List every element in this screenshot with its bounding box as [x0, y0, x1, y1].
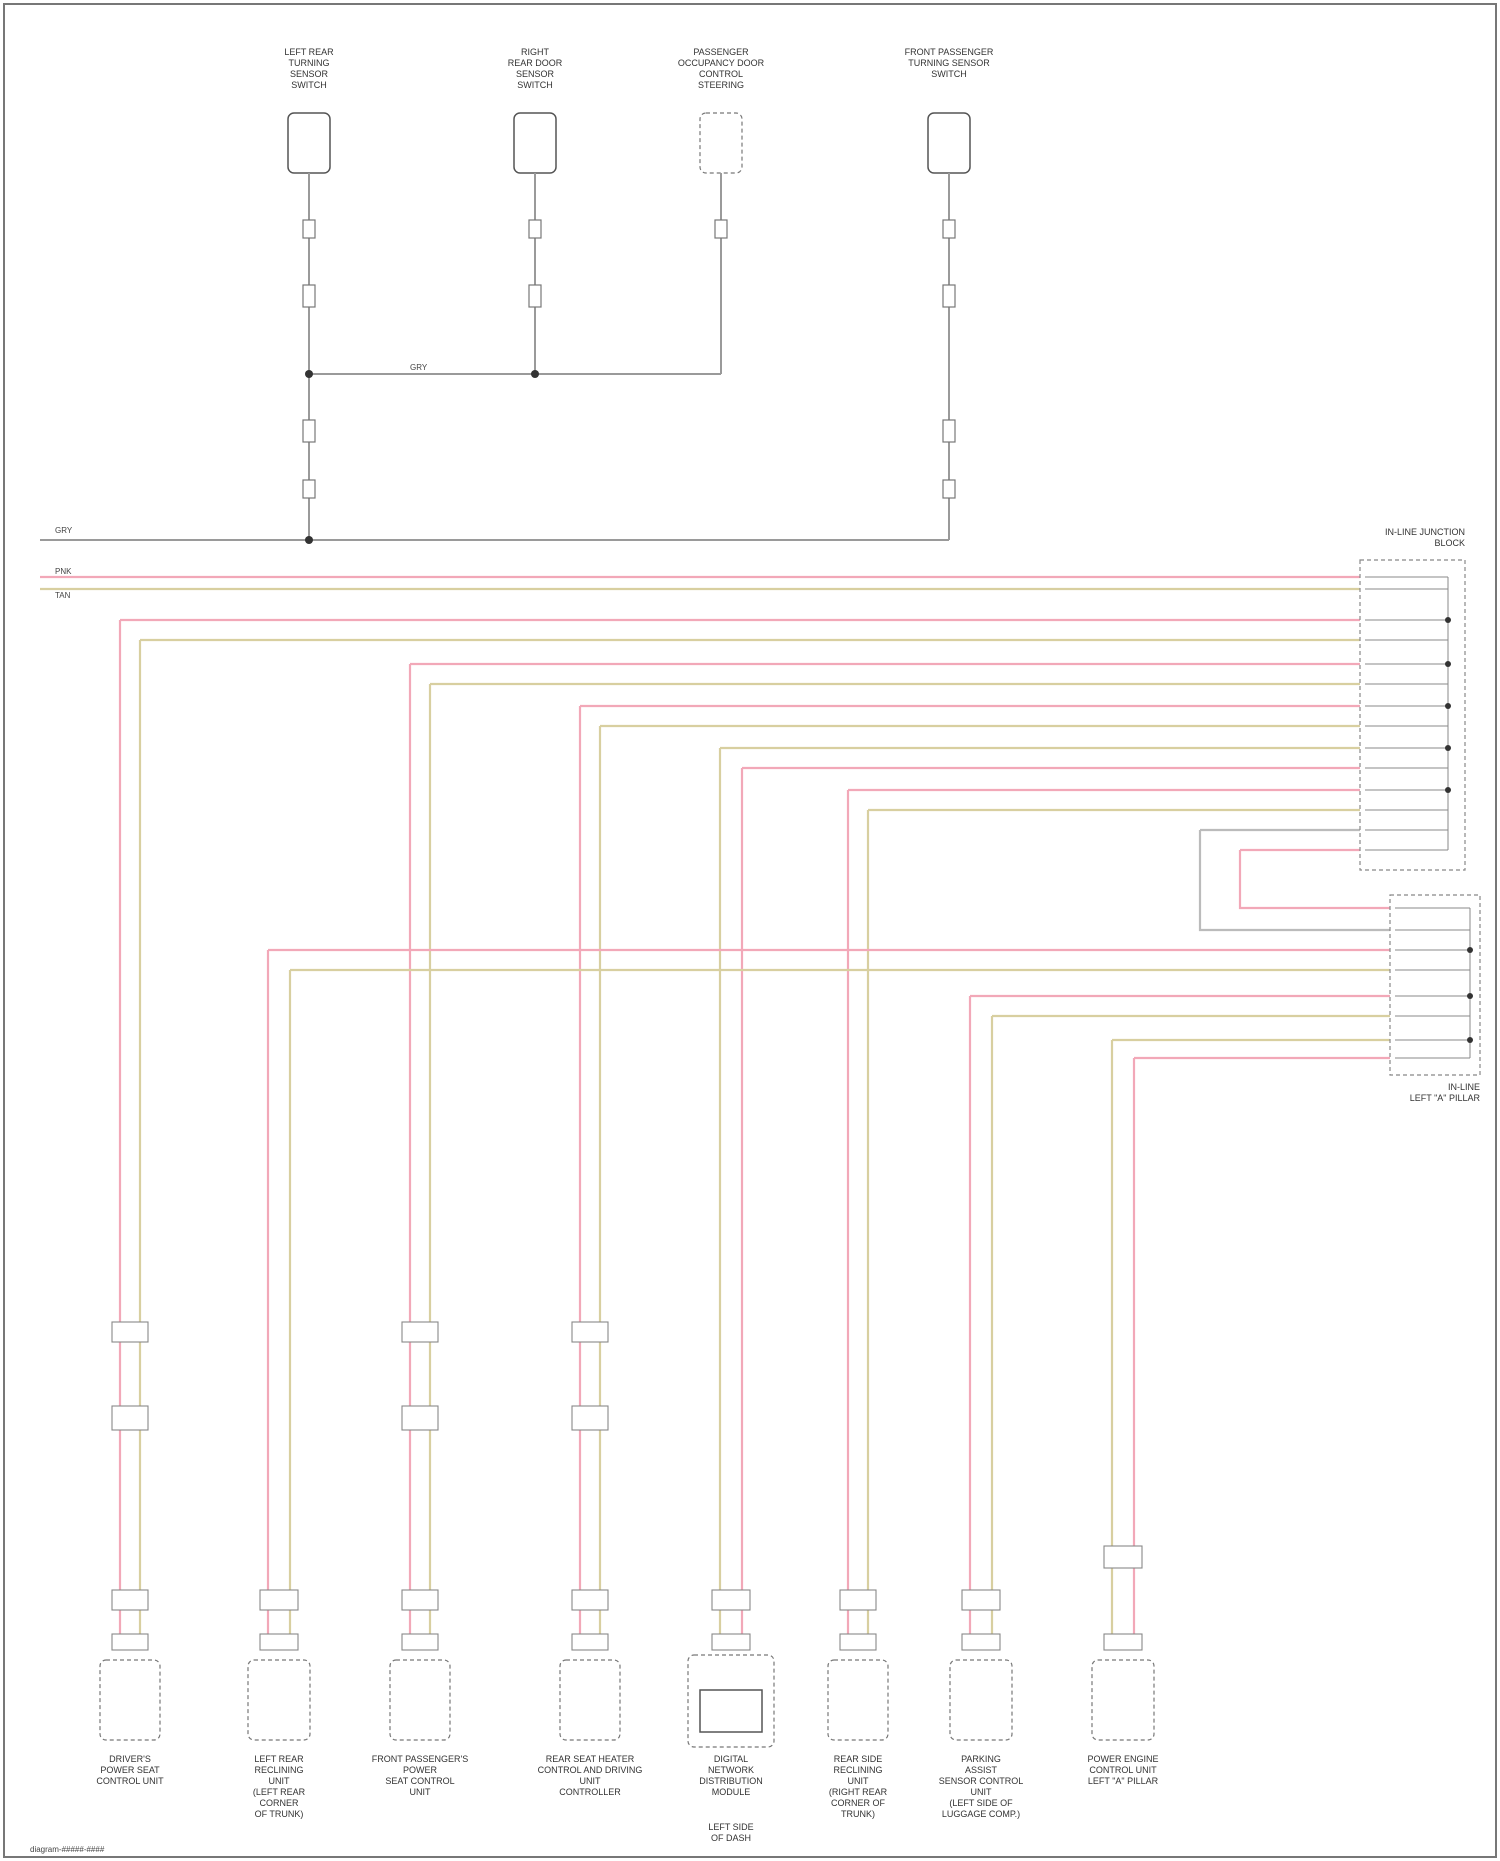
- bottom-components: [100, 1655, 1154, 1747]
- top-component-2-box: [514, 113, 556, 173]
- bottom-component-6-box: [828, 1660, 888, 1740]
- bottom-component-3-box: [390, 1660, 450, 1740]
- bottom-component-8-box: [1092, 1660, 1154, 1740]
- bottom-component-2-box: [248, 1660, 310, 1740]
- top-feed-wires: [40, 173, 949, 540]
- top-feed-junctions: [305, 370, 539, 544]
- bottom-component-4-box: [560, 1660, 620, 1740]
- bus-label-tan: TAN: [55, 591, 71, 600]
- bottom-component-5-inner: [700, 1690, 762, 1732]
- top-wire-label-1: GRY: [410, 363, 428, 372]
- top-component-4-box: [928, 113, 970, 173]
- top-component-1-box: [288, 113, 330, 173]
- bottom-component-7-box: [950, 1660, 1012, 1740]
- top-feed-connectors: [303, 220, 955, 498]
- bus-label-pnk: PNK: [55, 567, 72, 576]
- mid-connectors: [112, 1322, 1142, 1568]
- bus-wires: [40, 577, 1390, 1640]
- bottom-component-1-box: [100, 1660, 160, 1740]
- top-wire-label-2: GRY: [55, 526, 73, 535]
- footer-text: diagram-#####-####: [30, 1845, 105, 1854]
- bottom-connector-pins: [112, 1590, 1142, 1650]
- top-component-3-box: [700, 113, 742, 173]
